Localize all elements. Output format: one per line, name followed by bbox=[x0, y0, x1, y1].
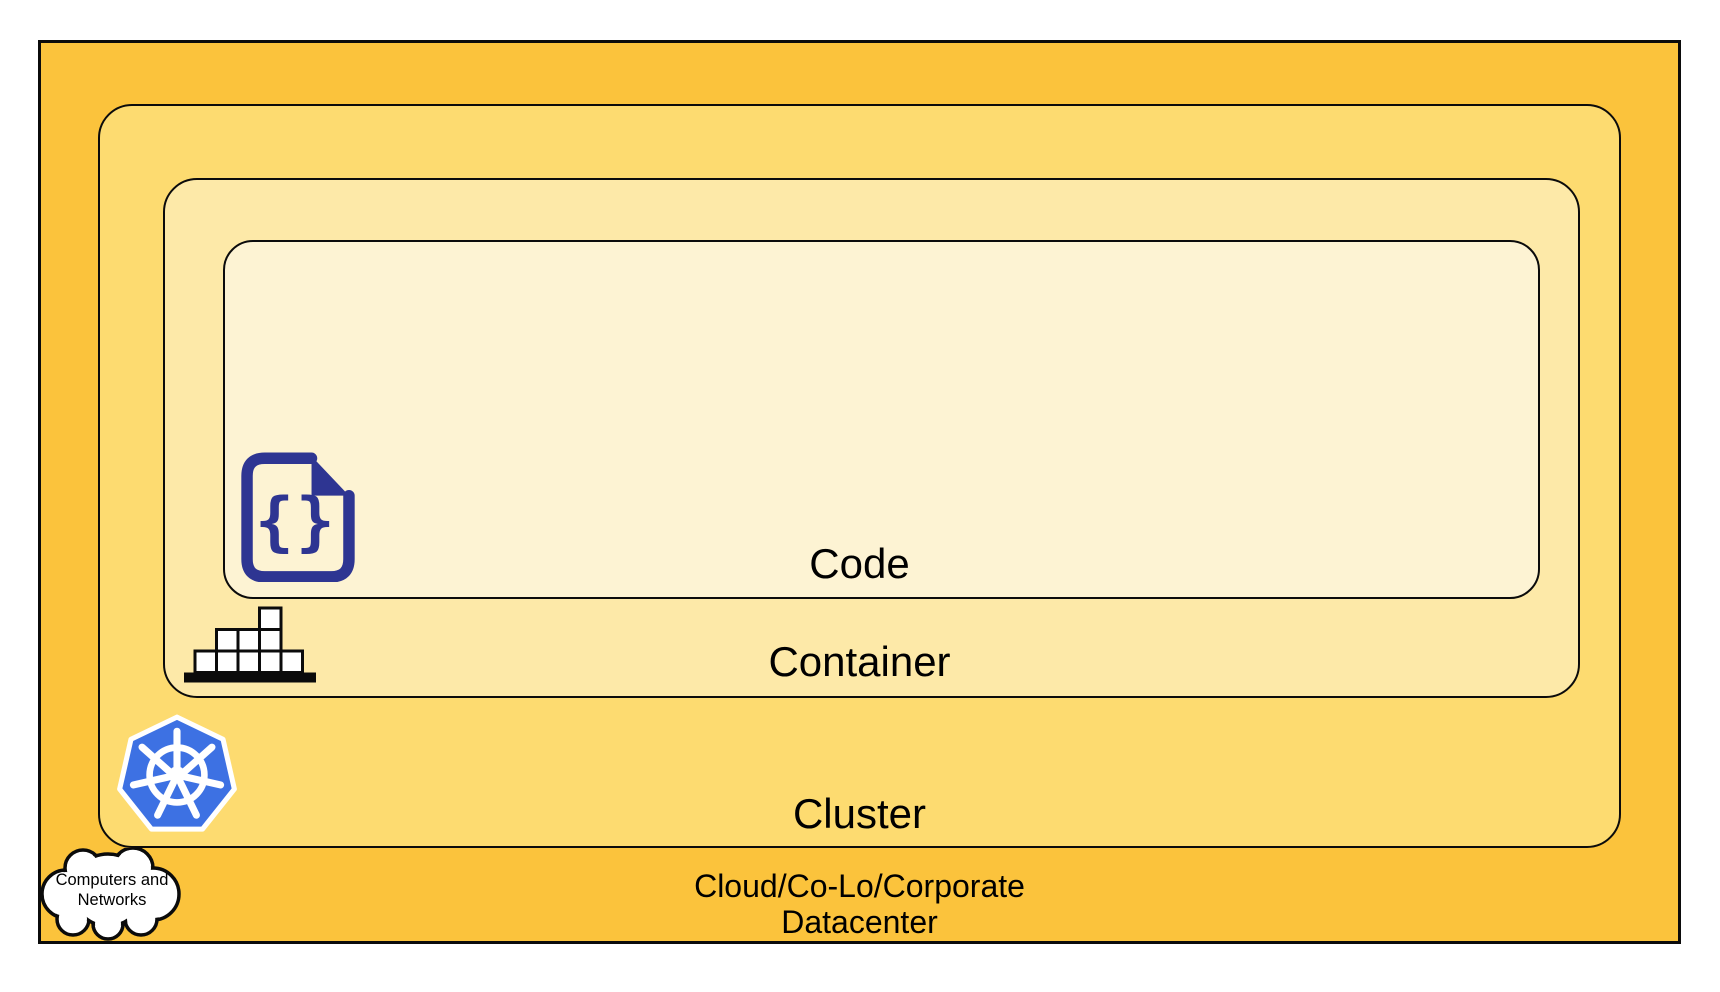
layer-label-container: Container bbox=[768, 638, 951, 685]
layer-box-code bbox=[223, 240, 1540, 599]
layer-label-datacenter-line1: Cloud/Co-Lo/Corporate bbox=[694, 868, 1025, 904]
layer-label-datacenter: Cloud/Co-Lo/Corporate Datacenter bbox=[38, 868, 1681, 940]
kubernetes-icon bbox=[117, 714, 237, 832]
cloud-text-line2: Networks bbox=[78, 891, 147, 909]
computers-networks-cloud-icon: Computers and Networks bbox=[40, 848, 181, 941]
cloud-text-line1: Computers and bbox=[56, 871, 169, 889]
svg-text:{}: {} bbox=[255, 485, 337, 560]
code-file-icon: {} bbox=[241, 452, 355, 582]
layer-label-datacenter-line2: Datacenter bbox=[781, 904, 938, 940]
container-blocks-icon bbox=[184, 606, 316, 683]
layer-label-code: Code bbox=[809, 540, 910, 587]
layer-label-cluster: Cluster bbox=[792, 790, 927, 837]
